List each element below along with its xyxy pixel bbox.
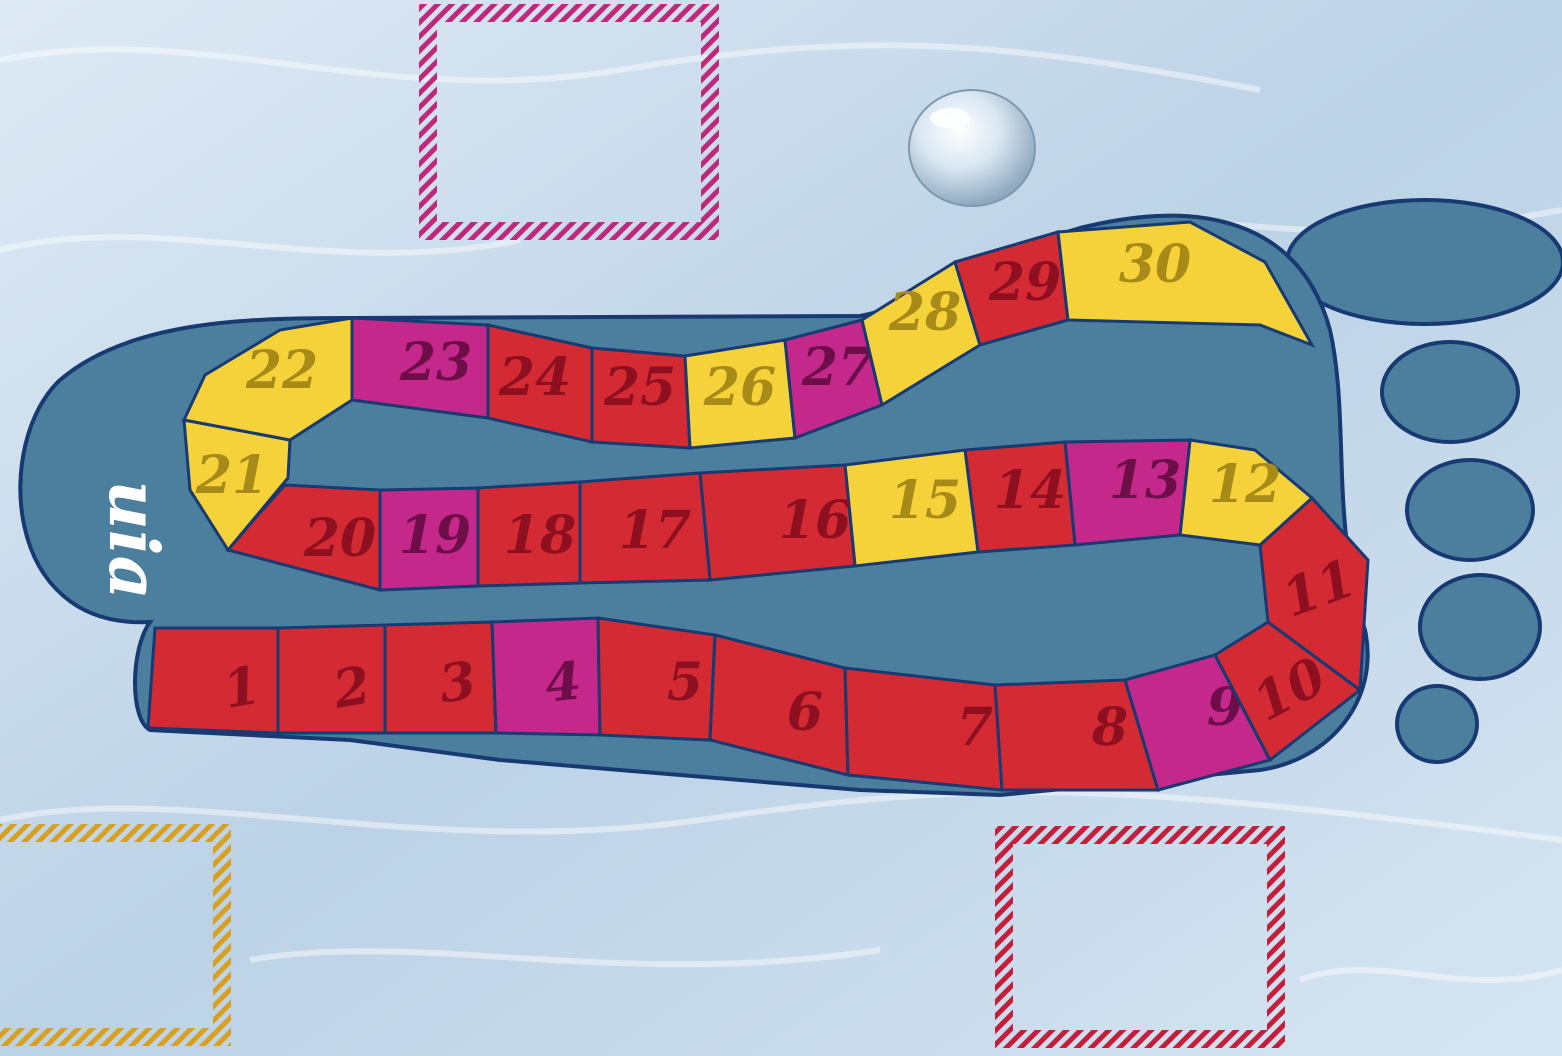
- board-cell-13: 13: [1065, 440, 1190, 545]
- board-cell-number: 28: [888, 282, 961, 343]
- board-cell-4: 4: [492, 618, 600, 735]
- board-cell-16: 16: [700, 465, 855, 580]
- fourth-toe: [1420, 575, 1540, 679]
- board-cell-7: 7: [845, 668, 1002, 790]
- board-cell-number: 4: [542, 650, 584, 714]
- big-toe: [1287, 200, 1562, 324]
- board-cell-15: 15: [845, 450, 978, 566]
- board-cell-number: 5: [667, 652, 703, 713]
- board-cell-number: 13: [1109, 450, 1181, 511]
- fifth-toe: [1397, 686, 1477, 762]
- water-drop: [909, 90, 1035, 206]
- board-cell-25: 25: [592, 348, 690, 448]
- board-cell-14: 14: [965, 442, 1075, 552]
- board-cell-number: 16: [779, 490, 851, 551]
- board-cell-number: 8: [1091, 697, 1128, 758]
- board-cell-number: 25: [603, 357, 676, 418]
- board-cell-number: 6: [787, 682, 823, 743]
- board-cell-number: 17: [619, 500, 691, 561]
- board-cell-number: 18: [504, 505, 576, 566]
- board-cell-number: 23: [399, 332, 472, 393]
- board-cell-26: 26: [685, 340, 795, 448]
- board-cell-number: 7: [957, 697, 993, 758]
- board-cell-number: 26: [703, 357, 776, 418]
- second-toe: [1382, 342, 1518, 442]
- board-cell-5: 5: [598, 618, 715, 740]
- board-cell-number: 15: [889, 470, 961, 531]
- board-cell-18: 18: [478, 482, 580, 586]
- board-cell-3: 3: [385, 622, 496, 733]
- board-cell-number: 29: [988, 252, 1061, 313]
- board-cell-number: 22: [245, 340, 318, 401]
- board-cell-number: 14: [994, 460, 1066, 521]
- board-cell-number: 19: [399, 505, 471, 566]
- board-cell-number: 27: [801, 337, 874, 398]
- board-cell-number: 12: [1209, 454, 1281, 515]
- board-cell-17: 17: [580, 473, 710, 583]
- board-cell-23: 23: [352, 318, 488, 418]
- board-cell-number: 24: [498, 347, 571, 408]
- board-cell-number: 21: [195, 445, 268, 506]
- third-toe: [1407, 460, 1533, 560]
- board-cell-1: 1: [148, 628, 278, 733]
- board-cell-number: 20: [303, 508, 376, 569]
- board-cell-19: 19: [380, 488, 478, 590]
- board-cell-number: 30: [1119, 234, 1191, 295]
- board-cell-2: 2: [278, 625, 385, 733]
- start-label: uia: [93, 480, 173, 599]
